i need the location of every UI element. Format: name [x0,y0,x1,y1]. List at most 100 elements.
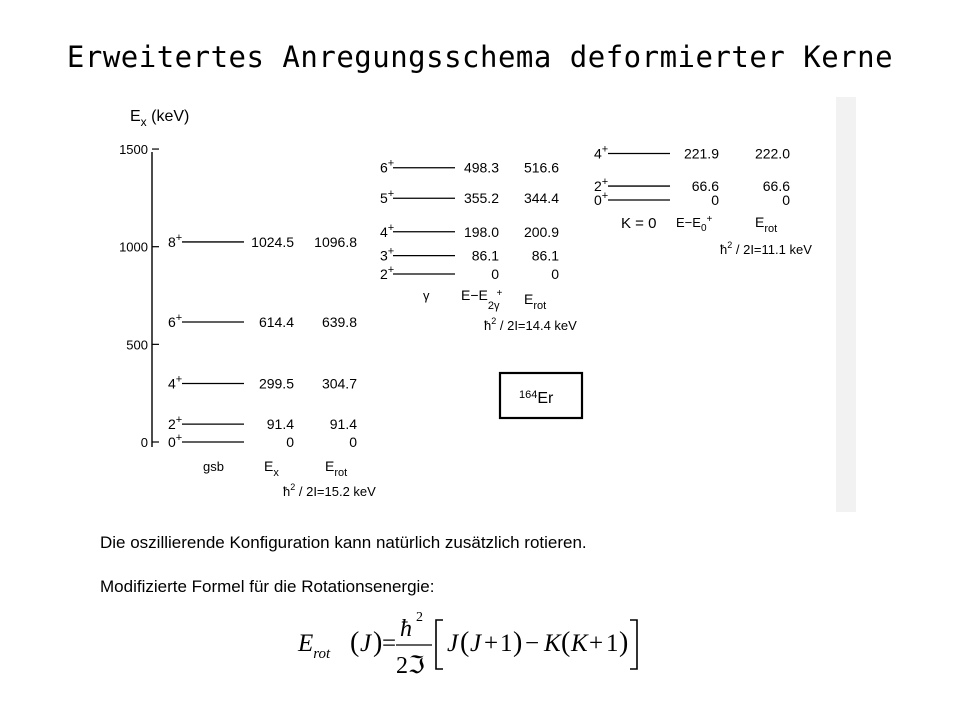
formula-k1: K [543,630,562,657]
level-rotor-energy: 66.6 [763,178,790,194]
formula-minus: − [525,630,539,657]
band-k0-col2-header: Erot [755,214,777,235]
level-gsb-0: 0+ 0 0 [168,432,357,450]
level-energy: 0 [711,192,719,208]
level-gamma-6: 6+ 498.3 516.6 [380,158,559,176]
level-k0-0: 0+ 0 0 [594,190,790,208]
energy-axis-tick-label: 1000 [119,240,148,255]
band-gamma-name: γ [423,288,430,303]
formula-plus-2: + [589,630,603,657]
level-energy: 86.1 [472,248,499,264]
level-scheme-diagram: Ex (keV) 0 500 1000 1500 0+ 0 0 2+ 91.4 91.4 4+ 29… [119,97,856,512]
band-gamma: 2+ 0 0 3+ 86.1 86.1 4+ 198.0 200.9 5+ 355.2 344.4 6+… [380,158,559,282]
level-spin-label: 2+ [594,176,608,194]
level-energy: 299.5 [259,376,294,392]
band-gsb-col2-header: Erot [325,458,347,479]
formula-paren-close: ) [373,627,382,658]
band-k0: 0+ 0 0 2+ 66.6 66.6 4+ 221.9 222.0 [594,144,790,208]
formula-k2: K [570,630,589,657]
level-energy: 66.6 [692,178,719,194]
formula-j2: J [470,630,483,657]
level-rotor-energy: 222.0 [755,146,790,162]
level-spin-label: 6+ [380,158,394,176]
level-spin-label: 4+ [168,374,182,392]
energy-axis-label: Ex (keV) [130,108,189,129]
band-gamma-col1-header: E−E2γ+ [461,287,502,312]
formula-paren-open: ( [350,627,359,658]
page-title: Erweitertes Anregungsschema deformierter… [66,40,894,74]
level-spin-label: 6+ [168,312,182,330]
level-gamma-4: 4+ 198.0 200.9 [380,222,559,240]
level-energy: 198.0 [464,224,499,240]
energy-axis-tick-label: 500 [126,337,148,352]
band-k0-parameter: ħ2 / 2I=11.1 keV [720,240,812,257]
formula-one-2: 1 [606,630,619,657]
level-energy: 91.4 [267,416,294,432]
level-k0-4: 4+ 221.9 222.0 [594,144,790,162]
level-k0-2: 2+ 66.6 66.6 [594,176,790,194]
level-rotor-energy: 516.6 [524,160,559,176]
formula-paren: ) [513,627,522,658]
formula-equals: = [382,630,396,657]
level-energy: 0 [286,434,294,450]
level-spin-label: 2+ [380,264,394,282]
level-energy: 355.2 [464,190,499,206]
level-rotor-energy: 0 [551,266,559,282]
level-rotor-energy: 91.4 [330,416,357,432]
band-gsb: 0+ 0 0 2+ 91.4 91.4 4+ 299.5 304.7 6+ 614.4 639.8 8+… [168,232,357,450]
level-spin-label: 4+ [594,144,608,162]
caption-oscillating-rotation: Die oszillierende Konfiguration kann nat… [100,533,587,552]
level-rotor-energy: 0 [782,192,790,208]
nucleus-box [498,371,584,420]
level-energy: 0 [491,266,499,282]
caption-modified-formula: Modifizierte Formel für die Rotationsene… [100,577,435,596]
level-spin-label: 0+ [594,190,608,208]
level-rotor-energy: 0 [349,434,357,450]
level-spin-label: 4+ [380,222,394,240]
level-gamma-5: 5+ 355.2 344.4 [380,188,559,206]
level-rotor-energy: 304.7 [322,376,357,392]
scan-edge [836,97,856,512]
band-k0-col1-header: E−E0+ [676,214,713,234]
energy-axis-tick-label: 0 [141,435,148,450]
level-energy: 1024.5 [251,234,294,250]
level-rotor-energy: 1096.8 [314,234,357,250]
level-spin-label: 0+ [168,432,182,450]
band-k0-name: K = 0 [621,215,656,232]
level-rotor-energy: 639.8 [322,314,357,330]
nucleus-label: 164Er [519,389,554,407]
level-energy: 614.4 [259,314,294,330]
formula-hbar: ħ [400,616,412,642]
level-spin-label: 2+ [168,414,182,432]
formula-j-arg: J [360,630,373,657]
level-gsb-8: 8+ 1024.5 1096.8 [168,232,357,250]
rotation-energy-formula: Erot ( J ) = ħ 2 2ℑ J ( J + 1 ) − K ( K … [297,610,638,679]
formula-hbar-exponent: 2 [416,610,423,625]
level-rotor-energy: 344.4 [524,190,559,206]
band-gsb-parameter: ħ2 / 2I=15.2 keV [283,482,376,499]
level-energy: 498.3 [464,160,499,176]
energy-axis-tick-label: 1500 [119,142,148,157]
formula-lhs: Erot [297,630,331,662]
band-gsb-name: gsb [203,459,224,474]
level-spin-label: 5+ [380,188,394,206]
band-gamma-parameter: ħ2 / 2I=14.4 keV [484,316,577,333]
level-gsb-2: 2+ 91.4 91.4 [168,414,357,432]
formula-plus-1: + [484,630,498,657]
band-gamma-col2-header: Erot [524,291,546,312]
level-spin-label: 3+ [380,246,394,264]
formula-j1: J [447,630,460,657]
level-rotor-energy: 86.1 [532,248,559,264]
level-energy: 221.9 [684,146,719,162]
level-gamma-2: 2+ 0 0 [380,264,559,282]
formula-paren: ( [561,627,570,658]
level-gamma-3: 3+ 86.1 86.1 [380,246,559,264]
formula-bracket-right [630,619,638,670]
formula-paren: ) [619,627,628,658]
level-gsb-6: 6+ 614.4 639.8 [168,312,357,330]
formula-one-1: 1 [500,630,513,657]
level-rotor-energy: 200.9 [524,224,559,240]
formula-paren: ( [460,627,469,658]
level-gsb-4: 4+ 299.5 304.7 [168,374,357,392]
level-spin-label: 8+ [168,232,182,250]
